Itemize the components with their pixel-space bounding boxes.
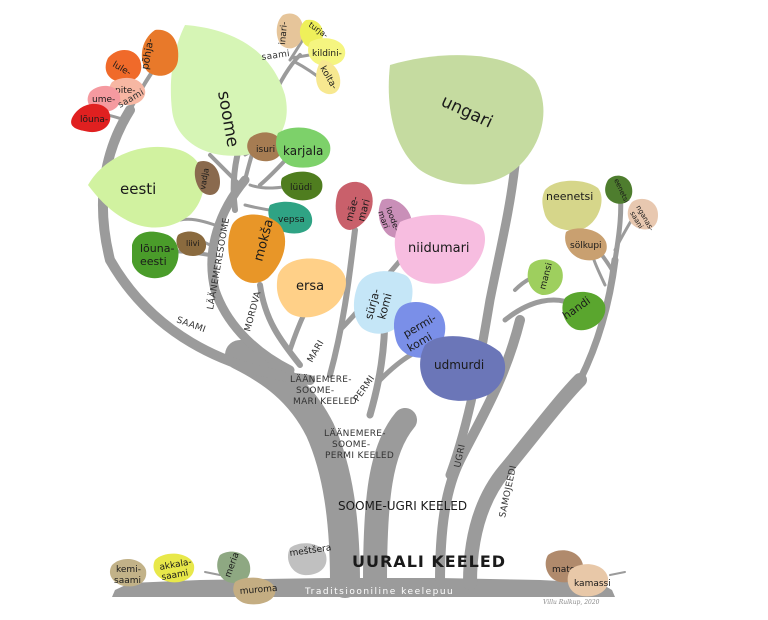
branch-laanemere-soome-permi: LÄÄNEMERE- SOOME- PERMI KEELED: [324, 428, 394, 461]
svg-text:kildini-: kildini-: [312, 49, 342, 59]
leaf-mestsera: meštšera: [287, 542, 332, 576]
leaf-moksa: mokša: [228, 214, 286, 283]
leaf-lule-saami: lule-: [105, 49, 142, 83]
svg-text:pite-: pite-: [115, 86, 136, 96]
leaf-mansi: mansi: [527, 259, 563, 296]
leaf-neenetsi: neenetsi: [542, 180, 602, 231]
leaf-nganassaani: nganas- saani: [627, 198, 658, 233]
leaf-liivi: liivi: [176, 231, 207, 256]
svg-text:ume-: ume-: [92, 95, 115, 105]
branch-saami-upper-2: saami: [261, 49, 291, 63]
branch-soome-ugri: SOOME-UGRI KEELED: [338, 499, 467, 513]
svg-text:LÄÄNEMERE-: LÄÄNEMERE-: [324, 428, 386, 439]
svg-text:SOOME-: SOOME-: [332, 440, 370, 450]
svg-text:kamassi: kamassi: [574, 579, 611, 589]
svg-text:isuri: isuri: [256, 145, 275, 155]
leaf-niidumari: niidumari: [394, 214, 485, 284]
branch-ugri: UGRI: [453, 443, 468, 468]
svg-text:muroma: muroma: [239, 584, 277, 597]
signature: Villu Rulkup, 2020: [543, 599, 600, 606]
leaf-inari-saami: inari-: [276, 13, 304, 49]
branch-mari: MARI: [306, 339, 327, 365]
leaf-vadja: vadja: [194, 160, 220, 195]
branch-laanemere-soome-mari: LÄÄNEMERE- SOOME- MARI KEELED: [290, 374, 357, 407]
svg-text:lüüdi: lüüdi: [290, 183, 312, 193]
leaf-ungari: ungari: [388, 55, 544, 185]
svg-text:eesti: eesti: [140, 255, 167, 268]
svg-text:saami: saami: [161, 568, 189, 583]
leaf-pohja-saami: põhja-: [140, 29, 179, 76]
leaf-isuri: isuri: [247, 132, 283, 162]
leaf-udmurdi: udmurdi: [420, 336, 506, 401]
svg-text:sölkupi: sölkupi: [570, 241, 602, 251]
svg-text:matori: matori: [552, 565, 582, 575]
leaf-louna-saami: lõuna-: [71, 103, 111, 133]
svg-text:lõuna-: lõuna-: [140, 242, 174, 255]
branch-mordva: MORDVA: [243, 290, 264, 333]
svg-text:udmurdi: udmurdi: [434, 358, 484, 372]
svg-text:inari-: inari-: [278, 21, 290, 45]
svg-text:niidumari: niidumari: [408, 241, 470, 256]
leaf-ersa: ersa: [276, 258, 346, 318]
svg-text:põhja-: põhja-: [140, 37, 156, 70]
svg-text:saami: saami: [114, 576, 141, 586]
leaf-kildini-saami: kildini-: [308, 38, 346, 66]
leaf-muroma: muroma: [233, 577, 278, 605]
leaf-soome: soome: [170, 25, 287, 156]
leaf-louna-eesti: lõuna- eesti: [132, 231, 179, 279]
leaf-eenetsi: eenetsi: [605, 175, 633, 204]
svg-text:liivi: liivi: [186, 239, 200, 248]
leaf-kemi-saami: kemi- saami: [109, 558, 147, 587]
svg-text:kemi-: kemi-: [116, 565, 141, 575]
svg-text:vepsa: vepsa: [278, 215, 305, 225]
svg-text:neenetsi: neenetsi: [546, 190, 593, 203]
svg-text:eesti: eesti: [120, 180, 156, 198]
svg-text:karjala: karjala: [283, 144, 323, 158]
leaf-kolta-saami: kolta-: [316, 60, 341, 95]
svg-text:SOOME-: SOOME-: [296, 386, 334, 396]
leaf-solkupi: sölkupi: [565, 228, 607, 261]
svg-text:MARI KEELED: MARI KEELED: [293, 397, 357, 407]
leaf-lyydi: lüüdi: [280, 171, 323, 201]
leaf-akkala-saami: akkala- saami: [153, 553, 195, 583]
leaf-meria: meria: [217, 551, 251, 584]
leaf-eesti: eesti: [88, 146, 204, 228]
svg-text:ersa: ersa: [296, 279, 324, 294]
leaf-mae-mari: mäe- mari: [335, 181, 373, 230]
leaf-karjala: karjala: [275, 127, 331, 168]
svg-text:LÄÄNEMERE-: LÄÄNEMERE-: [290, 374, 352, 385]
svg-text:PERMI KEELED: PERMI KEELED: [325, 451, 394, 461]
leaf-kamassi: kamassi: [567, 564, 611, 597]
svg-text:vadja: vadja: [198, 167, 211, 190]
subtitle: Traditsiooniline keelepuu: [304, 587, 454, 597]
title: UURALI KEELED: [352, 552, 506, 571]
leaf-handi: handi: [560, 291, 606, 331]
svg-text:lõuna-: lõuna-: [80, 115, 108, 125]
